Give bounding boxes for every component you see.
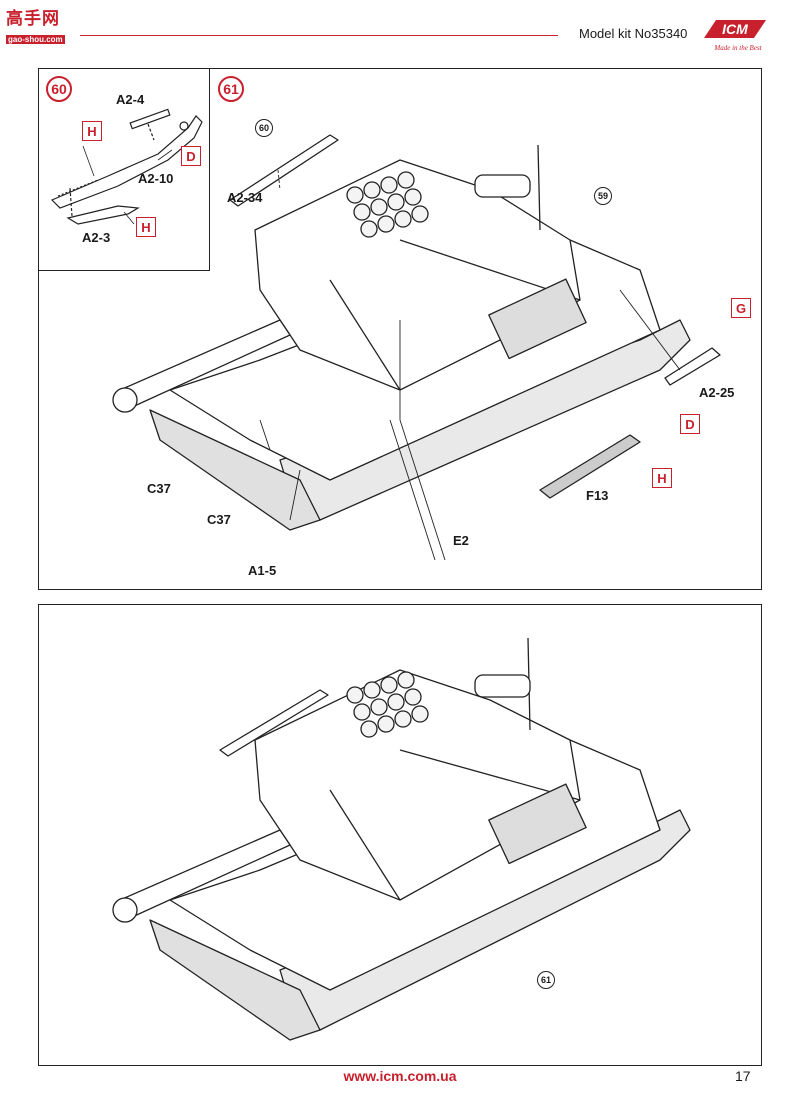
part-label-c37: C37 [207,512,231,527]
mg34-machine-gun-diagram [50,108,203,225]
icm-logo-graphic: ICM Made in the Best [704,20,766,52]
icm-logo: ICM Made in the Best [702,14,768,60]
color-code-h: H [652,468,672,488]
part-label-a2-10: A2-10 [138,171,174,186]
color-code-g: G [731,298,751,318]
kit-title: Model kit No35340 [579,26,688,41]
tank-destroyer-assembly-diagram [112,134,721,561]
color-code-h: H [136,217,156,237]
footer-url[interactable]: www.icm.com.ua [343,1068,457,1084]
color-code-d: D [181,146,201,166]
part-label-f13: F13 [586,488,609,503]
step-61-badge: 61 [218,76,244,102]
svg-text:ICM: ICM [722,21,748,37]
part-label-a2-3: A2-3 [82,230,111,245]
part-label-e2: E2 [453,533,469,548]
watermark: 高手网 gao-shou.com [6,4,76,44]
part-label-a1-5: A1-5 [248,563,277,578]
color-code-h: H [82,121,102,141]
part-label-c37: C37 [147,481,171,496]
page-number: 17 [735,1068,751,1084]
svg-text:Made in the Best: Made in the Best [713,44,762,52]
ref-step-61: 61 [537,971,555,989]
completed-vehicle-diagram [112,637,691,1041]
watermark-url: gao-shou.com [6,35,65,44]
part-label-a2-25: A2-25 [699,385,735,400]
part-label-a2-34: A2-34 [227,190,263,205]
header-rule [80,35,558,36]
part-label-a2-4: A2-4 [116,92,145,107]
watermark-cn-text: 高手网 [6,9,60,29]
color-code-d: D [680,414,700,434]
step-60-badge: 60 [46,76,72,102]
ref-step-60: 60 [255,119,273,137]
inset-step-60 [38,68,210,271]
ref-step-59: 59 [594,187,612,205]
